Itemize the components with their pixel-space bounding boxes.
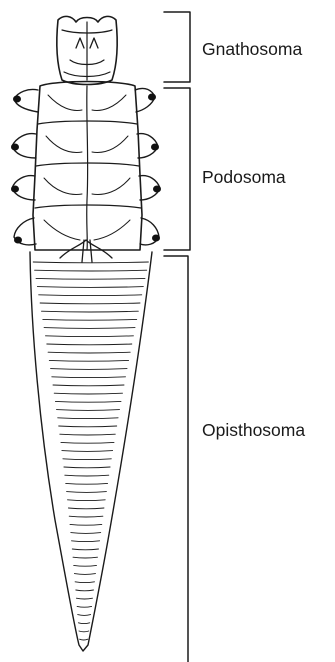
podosoma-label: Podosoma (202, 167, 286, 187)
striation-line (78, 615, 91, 616)
striation-line (72, 549, 98, 550)
striation-line (73, 557, 98, 558)
gnathosoma-body (57, 16, 117, 84)
striation-line (49, 360, 128, 361)
striation-line (51, 369, 127, 370)
striation-line (75, 582, 94, 583)
striation-line (64, 467, 110, 468)
striation-line (39, 295, 142, 296)
striation-line (62, 451, 113, 452)
striation-line (42, 311, 139, 312)
striation-line (78, 623, 89, 624)
opisthosoma-label: Opisthosoma (202, 420, 305, 440)
striation-line (70, 524, 102, 525)
opisthosoma-bracket (164, 256, 188, 662)
striation-line (57, 410, 120, 411)
claw-icon (14, 237, 22, 244)
striation-line (37, 287, 143, 288)
striation-line (35, 270, 147, 271)
claw-icon (11, 144, 19, 151)
striation-line (77, 606, 92, 607)
striation-line (68, 500, 106, 501)
claw-icon (153, 186, 161, 193)
striation-line (65, 475, 109, 476)
striation-line (67, 492, 107, 493)
striation-line (36, 278, 145, 279)
claw-icon (148, 94, 156, 101)
striation-line (59, 426, 117, 427)
striation-line (63, 459, 111, 460)
striation-line (76, 590, 94, 591)
gnathosoma-bracket (164, 12, 190, 82)
striation-line (79, 631, 89, 632)
striation-line (74, 565, 97, 566)
striation-line (76, 598, 92, 599)
podosoma-bracket (164, 88, 190, 250)
striation-line (46, 336, 134, 337)
striation-line (47, 344, 132, 345)
striation-line (55, 401, 121, 402)
striation-line (69, 516, 103, 517)
striation-line (80, 639, 88, 640)
claw-icon (151, 144, 159, 151)
striation-line (61, 442, 114, 443)
striation-line (58, 418, 118, 419)
brackets (164, 12, 190, 662)
striation-line (48, 352, 130, 353)
striation-line (66, 483, 108, 484)
striation-line (33, 262, 148, 263)
striation-line (72, 541, 100, 542)
striation-line (52, 377, 126, 378)
striation-line (40, 303, 140, 304)
striation-line (68, 508, 104, 509)
claw-icon (13, 96, 21, 103)
opisthosoma-body (30, 252, 152, 651)
striation-line (60, 434, 116, 435)
striation-line (44, 328, 135, 329)
striation-line (71, 533, 101, 534)
claw-icon (152, 235, 160, 242)
striation-line (54, 393, 122, 394)
podosoma-body (11, 82, 161, 263)
claw-icon (11, 186, 19, 193)
striation-line (74, 574, 95, 575)
striation-line (43, 319, 137, 320)
gnathosoma-label: Gnathosoma (202, 39, 302, 59)
opisthosoma-striations (33, 262, 148, 640)
striation-line (53, 385, 124, 386)
